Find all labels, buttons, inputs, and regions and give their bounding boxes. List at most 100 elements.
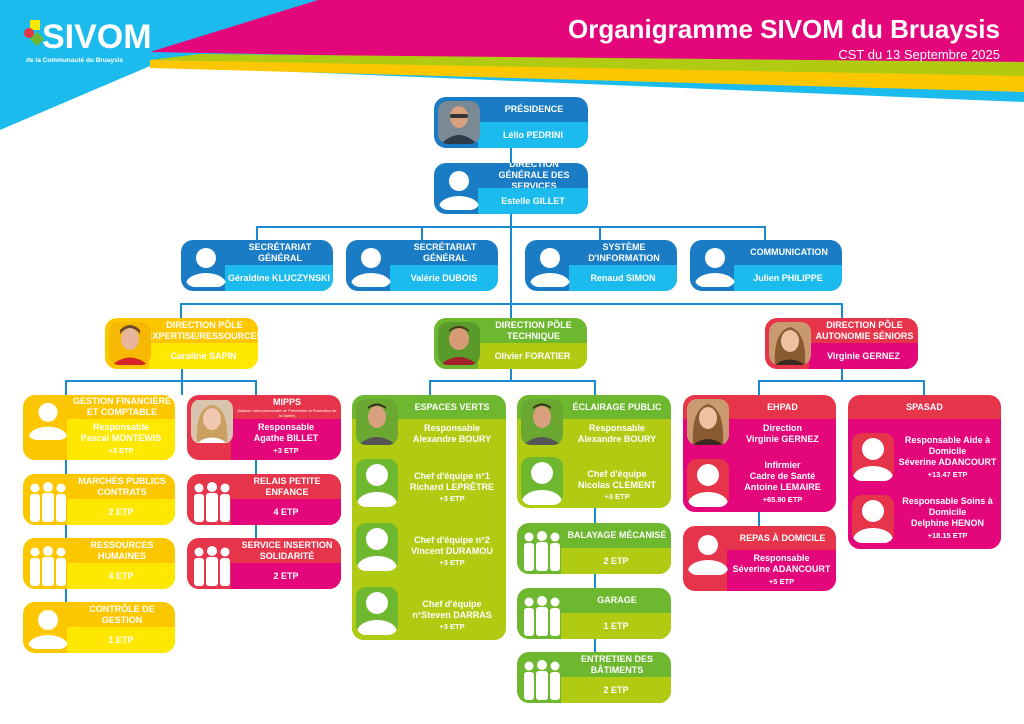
service-entretien-batiments[interactable]: ENTRETIEN DES BÂTIMENTS 2 ETP — [517, 652, 671, 703]
staff-title: SECRÉTARIAT GÉNÉRAL — [413, 241, 477, 263]
service-title: MIPPS — [272, 396, 301, 407]
pole-expertise-box[interactable]: DIRECTION PÔLE EXPERTISE/RESSOURCES Caro… — [105, 318, 258, 369]
service-etp: 2 ETP — [67, 499, 175, 525]
user-avatar-icon — [350, 244, 392, 287]
chef-equipe-3: Chef d'équipe n°Steven DARRAS +3 ETP — [402, 597, 502, 633]
service-title: SERVICE INSERTION SOLIDARITÉ — [241, 539, 333, 561]
staff-name: Valérie DUBOIS — [390, 265, 498, 291]
service-etp: +5 ETP — [768, 577, 795, 586]
chef-etp: +3 ETP — [439, 493, 465, 503]
logo-word: SIVOM — [42, 18, 152, 56]
pole-seniors-title: DIRECTION PÔLE AUTONOMIE SÉNIORS — [815, 319, 914, 341]
service-relais-petite-enfance[interactable]: RELAIS PETITE ENFANCE 4 ETP — [187, 474, 341, 525]
service-details: Responsable Pascal MONTEWIS +3 ETP — [67, 419, 175, 460]
service-controle-gestion[interactable]: CONTRÔLE DE GESTION 1 ETP — [23, 602, 175, 653]
pole-expertise-name: Caroline SAPIN — [149, 343, 258, 369]
service-person: Séverine ADANCOURT — [732, 564, 831, 574]
service-person: Alexandre BOURY — [412, 434, 492, 444]
ehpad-etp: +65.90 ETP — [762, 495, 803, 504]
staff-secretariat-1[interactable]: SECRÉTARIAT GÉNÉRAL Géraldine KLUCZYNSKI — [181, 240, 333, 291]
pole-expertise-title: DIRECTION PÔLE EXPERTISE/RESSOURCES — [146, 319, 258, 341]
staff-name: Géraldine KLUCZYNSKI — [225, 265, 333, 291]
service-title: MARCHÉS PUBLICS CONTRATS — [78, 475, 166, 497]
team-icon — [30, 482, 66, 522]
service-title-block: MIPPS (Maison Intercommunale de Préventi… — [187, 395, 341, 419]
service-mipps[interactable]: MIPPS (Maison Intercommunale de Préventi… — [187, 395, 341, 460]
presidence-box[interactable]: PRÉSIDENCE Lélio PEDRINI — [434, 97, 588, 148]
user-avatar-icon — [185, 244, 227, 287]
user-avatar-icon — [27, 606, 69, 649]
pole-seniors-box[interactable]: DIRECTION PÔLE AUTONOMIE SÉNIORS Virgini… — [765, 318, 918, 369]
role-line-1: Infirmier — [764, 460, 801, 470]
person-etp: +18.15 ETP — [927, 531, 968, 540]
staff-communication[interactable]: COMMUNICATION Julien PHILIPPE — [690, 240, 842, 291]
role-line-2: Domicile — [928, 446, 967, 456]
team-icon — [524, 596, 560, 636]
service-gestion-financiere[interactable]: GESTION FINANCIÈRE ET COMPTABLE Responsa… — [23, 395, 175, 460]
staff-title: COMMUNICATION — [750, 247, 828, 257]
pole-technique-box[interactable]: DIRECTION PÔLE TECHNIQUE Olivier FORATIE… — [434, 318, 587, 369]
team-icon — [524, 660, 560, 700]
service-title: RESSOURCES HUMAINES — [90, 539, 154, 561]
logo-square-yellow — [30, 20, 40, 30]
staff-secretariat-2[interactable]: SECRÉTARIAT GÉNÉRAL Valérie DUBOIS — [346, 240, 498, 291]
chef-etp: +3 ETP — [439, 621, 465, 631]
service-eclairage-public[interactable]: ÉCLAIRAGE PUBLIC Responsable Alexandre B… — [517, 395, 671, 508]
presidence-title: PRÉSIDENCE — [504, 104, 564, 114]
logo-circle-red — [24, 28, 34, 38]
page-subtitle: CST du 13 Septembre 2025 — [838, 47, 1000, 62]
service-details: Responsable Alexandre BOURY — [402, 421, 502, 447]
chef-equipe: Chef d'équipe Nicolas CLEMENT +3 ETP — [567, 467, 667, 503]
service-ehpad[interactable]: EHPAD Direction Virginie GERNEZ Infirmie… — [683, 395, 836, 512]
service-title: ESPACES VERTS — [414, 401, 490, 412]
logo-subtitle: de la Communauté du Bruaysis — [26, 57, 124, 64]
pole-expertise-photo — [109, 322, 151, 365]
service-role: Responsable — [753, 553, 810, 563]
chef-role: Chef d'équipe — [587, 468, 647, 479]
staff-systeme-information[interactable]: SYSTÈME D'INFORMATION Renaud SIMON — [525, 240, 677, 291]
chef-etp: +3 ETP — [439, 557, 465, 567]
sivom-logo: SIVOM de la Communauté du Bruaysis — [22, 18, 172, 70]
service-insertion-solidarite[interactable]: SERVICE INSERTION SOLIDARITÉ 2 ETP — [187, 538, 341, 589]
service-title: GARAGE — [597, 595, 637, 605]
service-details: Direction Virginie GERNEZ — [733, 421, 832, 447]
dgs-box[interactable]: DIRECTION GÉNÉRALE DES SERVICES Estelle … — [434, 163, 588, 214]
service-garage[interactable]: GARAGE 1 ETP — [517, 588, 671, 639]
service-title: REPAS À DOMICILE — [739, 532, 826, 543]
service-etp: 2 ETP — [561, 548, 671, 574]
chef-name: Nicolas CLEMENT — [577, 479, 656, 490]
service-title: GESTION FINANCIÈRE ET COMPTABLE — [73, 396, 172, 417]
chef-etp: +3 ETP — [604, 491, 630, 501]
team-icon — [194, 546, 230, 586]
dgs-title: DIRECTION GÉNÉRALE DES SERVICES — [498, 163, 570, 191]
service-repas-domicile[interactable]: REPAS À DOMICILE Responsable Séverine AD… — [683, 526, 836, 591]
service-ressources-humaines[interactable]: RESSOURCES HUMAINES 4 ETP — [23, 538, 175, 589]
service-details: Responsable Séverine ADANCOURT +5 ETP — [727, 550, 836, 591]
role-line-1: Responsable Soins à — [902, 496, 993, 506]
ehpad-cadre-sante: Infirmier Cadre de Santé Antoine LEMAIRE… — [733, 457, 832, 509]
connector-technique-bar — [429, 380, 596, 395]
presidence-name: Lélio PEDRINI — [478, 122, 588, 148]
user-avatar-icon — [694, 244, 736, 287]
user-avatar-icon — [27, 399, 69, 440]
service-marches-publics[interactable]: MARCHÉS PUBLICS CONTRATS 2 ETP — [23, 474, 175, 525]
service-etp: 4 ETP — [67, 563, 175, 589]
chef-name: n°Steven DARRAS — [412, 609, 492, 620]
service-balayage-mecanise[interactable]: BALAYAGE MÉCANISÉ 2 ETP — [517, 523, 671, 574]
service-role: Responsable — [588, 423, 646, 433]
connector-staff-bar — [256, 226, 766, 240]
espaces-verts-photo — [356, 399, 398, 445]
person-etp: +13.47 ETP — [927, 470, 968, 479]
chef-name: Vincent DURAMOU — [411, 545, 493, 556]
person-name: Séverine ADANCOURT — [898, 457, 997, 467]
service-title: CONTRÔLE DE GESTION — [89, 603, 155, 625]
service-spasad[interactable]: SPASAD Responsable Aide à Domicile Séver… — [848, 395, 1001, 549]
user-avatar-icon — [356, 587, 398, 635]
service-etp: 2 ETP — [231, 563, 341, 589]
service-subtitle: (Maison Intercommunale de Prévention et … — [237, 407, 337, 418]
service-etp: 1 ETP — [561, 613, 671, 639]
service-espaces-verts[interactable]: ESPACES VERTS Responsable Alexandre BOUR… — [352, 395, 506, 640]
service-title: EHPAD — [767, 401, 798, 412]
user-avatar-icon — [356, 459, 398, 507]
pole-seniors-name: Virginie GERNEZ — [809, 343, 918, 369]
